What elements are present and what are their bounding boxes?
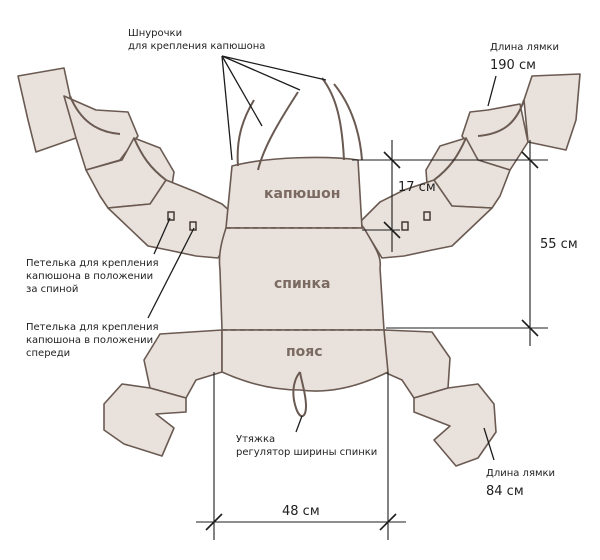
belt-panel-label: пояс — [286, 344, 323, 360]
top-right-strap — [359, 73, 581, 259]
hood-panel-label: капюшон — [264, 186, 340, 202]
dimension-lines — [196, 140, 548, 540]
cinch-label-line1: Утяжка — [236, 434, 275, 445]
back-height-dimension: 55 см — [540, 237, 578, 252]
loop-back-label-line3: за спиной — [26, 284, 78, 295]
bottom-strap-length-title: Длина лямки — [486, 468, 555, 479]
loop-back-label-line1: Петелька для крепления — [26, 258, 158, 269]
cinch-drawstring — [292, 371, 308, 417]
top-strap-length-title: Длина лямки — [490, 42, 559, 53]
hood-ties-label-line1: Шнурочки — [128, 28, 182, 39]
back-panel-label: спинка — [274, 276, 330, 292]
loop-front-label-line3: спереди — [26, 348, 70, 359]
pointer-lines — [147, 55, 497, 461]
bottom-right-strap — [383, 329, 497, 467]
bottom-left-strap — [103, 329, 223, 457]
loop-right-1 — [423, 211, 431, 221]
hood-ties-label-line2: для крепления капюшона — [128, 41, 265, 52]
top-strap-length-value: 190 см — [490, 58, 536, 73]
loop-back-label-line2: капюшона в положении — [26, 271, 153, 282]
bottom-strap-length-value: 84 см — [486, 484, 524, 499]
top-left-strap — [17, 67, 241, 259]
loop-front-label-line1: Петелька для крепления — [26, 322, 158, 333]
carrier-body — [218, 156, 389, 392]
hood-height-dimension: 17 см — [398, 180, 436, 195]
width-dimension: 48 см — [282, 504, 320, 519]
loop-front-label-line2: капюшона в положении — [26, 335, 153, 346]
cinch-label-line2: регулятор ширины спинки — [236, 447, 377, 458]
loop-back-marker — [167, 211, 175, 221]
loop-right-2 — [401, 221, 409, 231]
hood-ties — [236, 77, 363, 171]
